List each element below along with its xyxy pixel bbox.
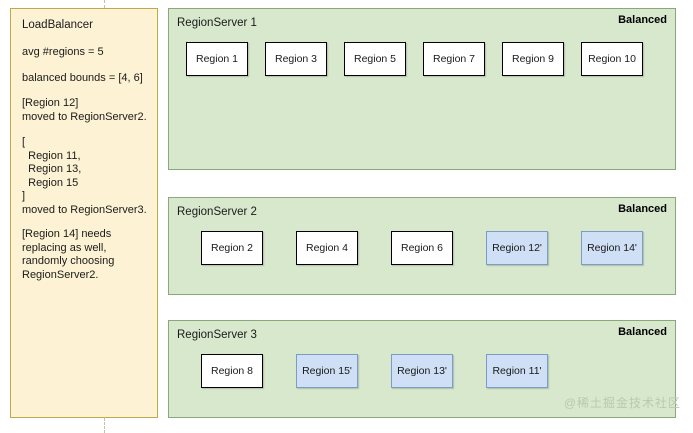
loadbalancer-line-region-list-move: [ Region 11, Region 13, Region 15 ] move…: [22, 136, 147, 216]
region-box[interactable]: Region 9: [502, 42, 564, 76]
lifeline-bottom: [104, 418, 105, 433]
loadbalancer-title: LoadBalancer: [22, 19, 93, 31]
region-box[interactable]: Region 5: [344, 42, 406, 76]
region-row-3: Region 8 Region 15' Region 13' Region 11…: [169, 354, 675, 388]
region-box-moved[interactable]: Region 12': [486, 231, 548, 265]
region-box[interactable]: Region 1: [186, 42, 248, 76]
status-badge-1: Balanced: [618, 14, 667, 26]
region-box-moved[interactable]: Region 14': [581, 231, 643, 265]
loadbalancer-line-avg-regions: avg #regions = 5: [22, 46, 104, 58]
regionserver-name-2: RegionServer 2: [177, 206, 257, 218]
region-box-moved[interactable]: Region 11': [486, 354, 548, 388]
region-row-1: Region 1 Region 3 Region 5 Region 7 Regi…: [169, 42, 675, 76]
loadbalancer-line-balanced-bounds: balanced bounds = [4, 6]: [22, 71, 143, 84]
region-box[interactable]: Region 3: [265, 42, 327, 76]
status-badge-3: Balanced: [618, 326, 667, 338]
regionserver-header-1: RegionServer 1 Balanced: [169, 9, 675, 29]
regionserver-panel-2: RegionServer 2 Balanced Region 2 Region …: [168, 197, 676, 295]
regionserver-panel-3: RegionServer 3 Balanced Region 8 Region …: [168, 320, 676, 418]
regionserver-header-3: RegionServer 3 Balanced: [169, 321, 675, 341]
lifeline-top: [104, 0, 105, 8]
regionserver-panel-1: RegionServer 1 Balanced Region 1 Region …: [168, 8, 676, 170]
status-badge-2: Balanced: [618, 203, 667, 215]
region-box-moved[interactable]: Region 13': [391, 354, 453, 388]
regionserver-header-2: RegionServer 2 Balanced: [169, 198, 675, 218]
loadbalancer-note: LoadBalancer avg #regions = 5 balanced b…: [10, 8, 158, 418]
region-box[interactable]: Region 6: [391, 231, 453, 265]
watermark: @稀土掘金技术社区: [563, 396, 681, 410]
region-box[interactable]: Region 4: [296, 231, 358, 265]
loadbalancer-line-region-14-replace: [Region 14] needs replacing as well, ran…: [22, 228, 115, 281]
region-box[interactable]: Region 7: [423, 42, 485, 76]
region-row-2: Region 2 Region 4 Region 6 Region 12' Re…: [169, 231, 675, 265]
loadbalancer-line-region-12-move: [Region 12] moved to RegionServer2.: [22, 97, 147, 123]
regionserver-name-3: RegionServer 3: [177, 329, 257, 341]
region-box[interactable]: Region 8: [201, 354, 263, 388]
region-box[interactable]: Region 10: [581, 42, 643, 76]
region-box[interactable]: Region 2: [201, 231, 263, 265]
regionserver-name-1: RegionServer 1: [177, 17, 257, 29]
region-box-moved[interactable]: Region 15': [296, 354, 358, 388]
